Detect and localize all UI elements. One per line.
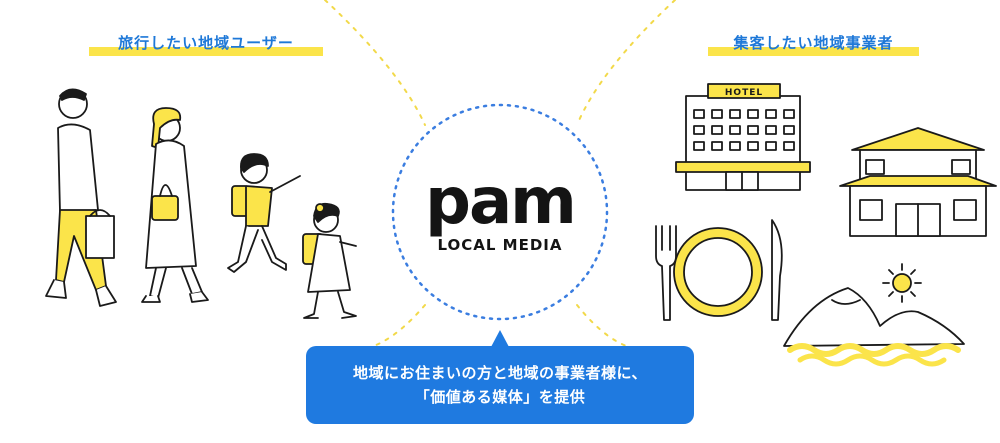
ryokan-building <box>839 127 997 237</box>
callout-line-2: 「価値ある媒体」を提供 <box>414 388 586 406</box>
callout-line-1: 地域にお住まいの方と地域の事業者様に、 <box>352 364 648 382</box>
mountain-scene <box>783 287 965 367</box>
boy-figure <box>227 153 301 273</box>
pam-logo: pam LOCAL MEDIA <box>400 170 600 254</box>
hotel-sign: HOTEL <box>725 88 763 98</box>
plate-cutlery <box>655 219 783 321</box>
mother-figure <box>141 107 209 303</box>
girl-figure <box>302 202 357 319</box>
family-illustration <box>45 88 357 319</box>
callout-box: 地域にお住まいの方と地域の事業者様に、 「価値ある媒体」を提供 <box>306 330 694 424</box>
right-heading-highlight <box>708 47 919 56</box>
business-illustration <box>655 83 997 367</box>
logo-subtitle: LOCAL MEDIA <box>437 236 563 254</box>
father-figure <box>45 88 117 307</box>
right-heading-text: 集客したい地域事業者 <box>733 34 894 52</box>
sun-icon <box>882 263 922 303</box>
left-heading: 旅行したい地域ユーザー <box>89 32 323 56</box>
hotel-building <box>675 83 811 191</box>
logo-word: pam <box>425 165 577 239</box>
dotted-connectors <box>324 0 676 349</box>
center-circle <box>391 103 609 321</box>
left-heading-highlight <box>89 47 323 56</box>
right-heading: 集客したい地域事業者 <box>708 32 919 56</box>
left-heading-text: 旅行したい地域ユーザー <box>118 34 294 52</box>
